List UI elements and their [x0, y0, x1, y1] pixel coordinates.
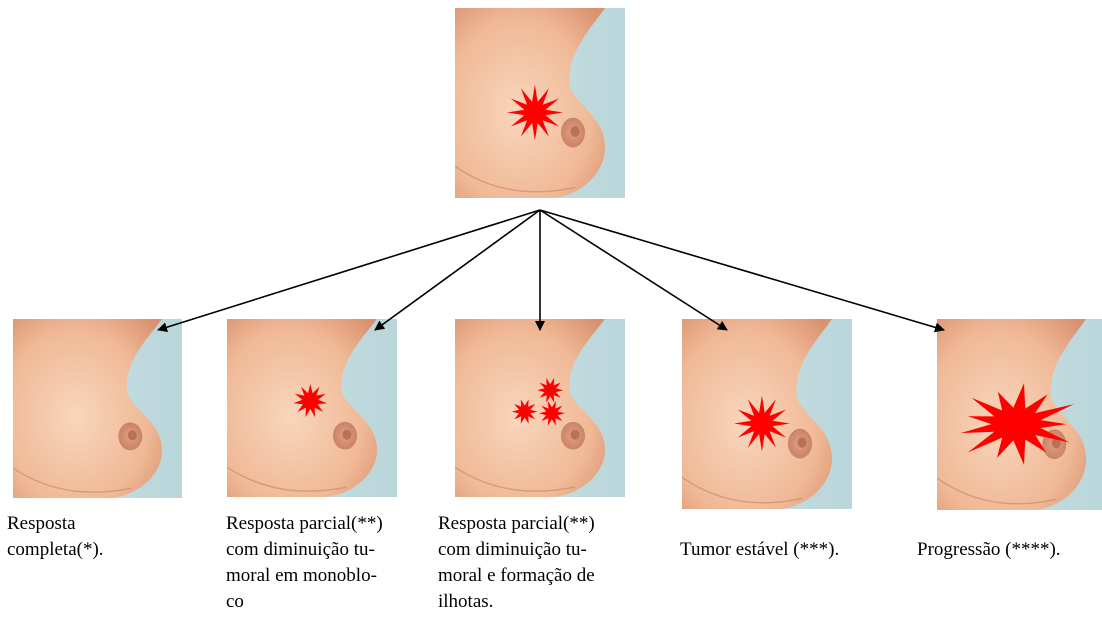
breast-image-initial: [455, 8, 625, 198]
arrow-to-stable: [540, 210, 727, 330]
caption-stable-tumor: Tumor estável (***).: [680, 537, 890, 567]
nipple: [798, 437, 807, 448]
arrow-to-partial-monobloc: [375, 210, 540, 330]
nipple: [571, 126, 580, 137]
nipple: [571, 430, 580, 440]
breast-image-partial-islets: [455, 319, 625, 497]
arrows-group: [158, 210, 944, 330]
caption-partial-monobloc: Resposta parcial(**) com diminuição tu- …: [226, 511, 426, 608]
arrow-to-complete-response: [158, 210, 540, 330]
nipple: [128, 430, 137, 440]
breast-image-progression: [937, 319, 1102, 510]
caption-partial-islets: Resposta parcial(**) com diminuição tu- …: [438, 511, 653, 617]
breast-image-stable: [682, 319, 852, 509]
nipple: [343, 430, 352, 440]
caption-progression: Progressão (****).: [917, 537, 1102, 567]
breast-image-partial-monobloc: [227, 319, 397, 497]
arrow-to-progression: [540, 210, 944, 330]
breast-image-complete-response: [13, 319, 182, 498]
caption-complete-response: Resposta completa(*).: [7, 511, 207, 571]
